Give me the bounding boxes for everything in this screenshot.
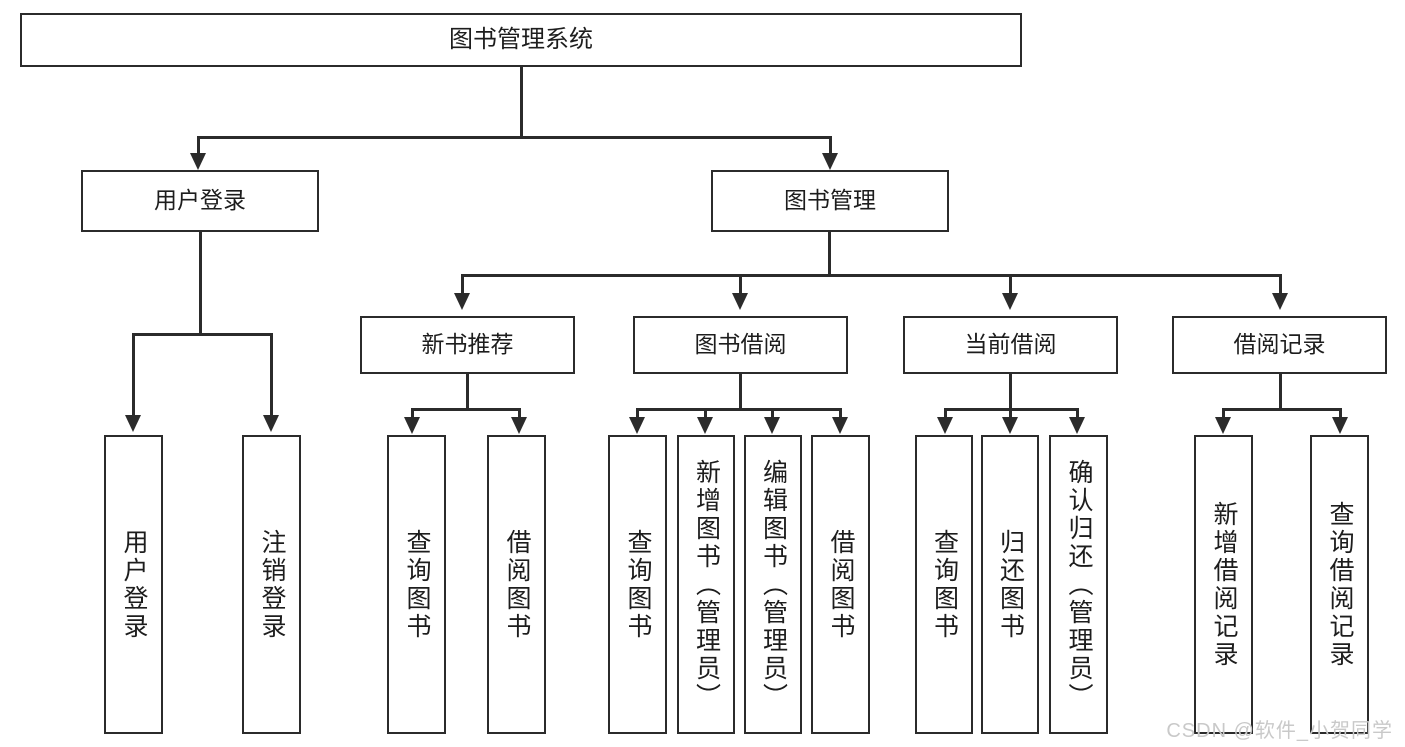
node-label: 用户登录: [154, 187, 246, 214]
node-label: 图书借阅: [694, 331, 787, 358]
connector-bm-to-new-book: [461, 274, 464, 296]
leaf-book-borrow-edit-book-admin[interactable]: 编辑图书（管理员）: [744, 435, 802, 734]
connector-cb-to-leaf-1: [944, 408, 947, 420]
leaf-new-book-borrow-book[interactable]: 借阅图书: [487, 435, 546, 734]
connector-book-management-stem: [828, 232, 831, 277]
connector-bb-to-leaf-2: [704, 408, 707, 420]
node-label: 借阅图书: [503, 528, 531, 641]
node-current-borrow[interactable]: 当前借阅: [903, 316, 1118, 374]
arrow-bm-to-borrow-record: [1272, 293, 1288, 310]
connector-bm-to-book-borrow: [739, 274, 742, 296]
connector-root-to-book-management: [829, 136, 832, 156]
leaf-book-borrow-add-book-admin[interactable]: 新增图书（管理员）: [677, 435, 735, 734]
connector-book-borrow-bus: [636, 408, 842, 411]
connector-cb-to-leaf-3: [1076, 408, 1079, 420]
node-label: 查询借阅记录: [1326, 500, 1354, 669]
arrow-bm-to-current-borrow: [1002, 293, 1018, 310]
node-label: 查询图书: [624, 528, 652, 641]
node-label: 注销登录: [258, 528, 286, 641]
connector-root-stem: [520, 67, 523, 136]
leaf-borrow-record-query-record[interactable]: 查询借阅记录: [1310, 435, 1369, 734]
arrow-bm-to-new-book: [454, 293, 470, 310]
node-label: 用户登录: [120, 528, 148, 641]
leaf-borrow-record-add-record[interactable]: 新增借阅记录: [1194, 435, 1253, 734]
node-label: 借阅图书: [827, 528, 855, 641]
arrow-bb-to-leaf-1: [629, 417, 645, 434]
node-book-borrow[interactable]: 图书借阅: [633, 316, 848, 374]
arrow-user-login-to-leaf-1: [125, 415, 141, 432]
node-label: 新增借阅记录: [1210, 500, 1238, 669]
leaf-user-login-logout[interactable]: 注销登录: [242, 435, 301, 734]
arrow-bb-to-leaf-3: [764, 417, 780, 434]
connector-new-book-to-leaf-1: [411, 408, 414, 420]
node-label: 查询图书: [930, 528, 959, 641]
connector-user-login-bus: [132, 333, 270, 336]
connector-bm-to-borrow-record: [1279, 274, 1282, 296]
arrow-br-to-leaf-2: [1332, 417, 1348, 434]
connector-root-to-user-login: [197, 136, 200, 156]
connector-bb-to-leaf-1: [636, 408, 639, 420]
node-user-login[interactable]: 用户登录: [81, 170, 319, 232]
node-book-management[interactable]: 图书管理: [711, 170, 949, 232]
node-label: 当前借阅: [964, 331, 1057, 358]
node-label: 借阅记录: [1233, 331, 1326, 358]
connector-br-to-leaf-2: [1339, 408, 1342, 420]
arrow-new-book-to-leaf-1: [404, 417, 420, 434]
arrow-cb-to-leaf-3: [1069, 417, 1085, 434]
connector-bb-to-leaf-3: [771, 408, 774, 420]
node-label: 图书管理系统: [449, 25, 593, 53]
node-label: 归还图书: [996, 528, 1025, 641]
arrow-br-to-leaf-1: [1215, 417, 1231, 434]
leaf-book-borrow-borrow-book[interactable]: 借阅图书: [811, 435, 870, 734]
arrow-cb-to-leaf-2: [1002, 417, 1018, 434]
leaf-current-borrow-query-book[interactable]: 查询图书: [915, 435, 973, 734]
connector-new-book-bus: [411, 408, 521, 411]
node-root-book-management-system[interactable]: 图书管理系统: [20, 13, 1022, 67]
connector-cb-to-leaf-2: [1009, 408, 1012, 420]
node-label: 编辑图书（管理员）: [759, 458, 788, 711]
connector-borrow-record-stem: [1279, 374, 1282, 410]
leaf-new-book-query-book[interactable]: 查询图书: [387, 435, 446, 734]
watermark-csdn: CSDN @软件_小贺同学: [1166, 720, 1393, 742]
connector-bb-to-leaf-4: [839, 408, 842, 420]
node-label: 查询图书: [403, 528, 431, 641]
node-new-book-recommend[interactable]: 新书推荐: [360, 316, 575, 374]
connector-user-login-stem: [199, 232, 202, 335]
connector-current-borrow-stem: [1009, 374, 1012, 410]
connector-bm-to-current-borrow: [1009, 274, 1012, 296]
node-label: 确认归还（管理员）: [1065, 458, 1093, 711]
connector-user-login-to-leaf-1: [132, 333, 135, 418]
arrow-bm-to-book-borrow: [732, 293, 748, 310]
node-label: 图书管理: [784, 187, 876, 214]
arrow-new-book-to-leaf-2: [511, 417, 527, 434]
leaf-current-borrow-return-book[interactable]: 归还图书: [981, 435, 1039, 734]
arrow-user-login-to-leaf-2: [263, 415, 279, 432]
connector-book-borrow-stem: [739, 374, 742, 410]
arrow-root-to-book-management: [822, 153, 838, 170]
connector-root-bus: [197, 136, 832, 139]
arrow-root-to-user-login: [190, 153, 206, 170]
arrow-bb-to-leaf-4: [832, 417, 848, 434]
node-label: 新增图书（管理员）: [692, 458, 721, 711]
connector-borrow-record-bus: [1222, 408, 1339, 411]
connector-br-to-leaf-1: [1222, 408, 1225, 420]
node-label: 新书推荐: [421, 331, 514, 358]
connector-new-book-to-leaf-2: [518, 408, 521, 420]
connector-new-book-stem: [466, 374, 469, 410]
leaf-book-borrow-query-book[interactable]: 查询图书: [608, 435, 667, 734]
leaf-current-borrow-confirm-return-admin[interactable]: 确认归还（管理员）: [1049, 435, 1108, 734]
node-borrow-record[interactable]: 借阅记录: [1172, 316, 1387, 374]
arrow-bb-to-leaf-2: [697, 417, 713, 434]
arrow-cb-to-leaf-1: [937, 417, 953, 434]
connector-book-management-bus: [461, 274, 1282, 277]
connector-user-login-to-leaf-2: [270, 333, 273, 418]
leaf-user-login-login[interactable]: 用户登录: [104, 435, 163, 734]
